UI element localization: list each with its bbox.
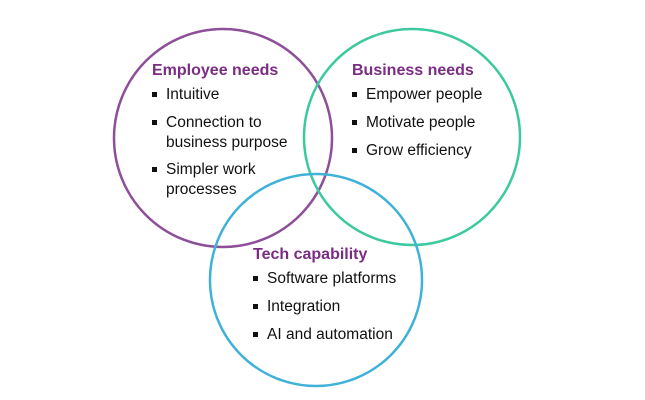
list-item-label: Software platforms [267,270,397,287]
bullet-icon [352,92,357,97]
list-item-label: Grow efficiency [366,142,472,159]
list-item: Connection to business purpose [152,113,312,153]
employee-needs-title: Employee needs [152,62,279,79]
list-item: Simpler work processes [152,160,312,200]
tech-capability-group: Tech capability Software platforms Integ… [253,245,423,353]
business-needs-list: Empower people Motivate people Grow effi… [352,85,512,161]
tech-capability-circle [208,172,424,388]
employee-needs-list: Intuitive Connection to business purpose… [152,85,312,200]
list-item-label: AI and automation [267,326,393,343]
bullet-icon [152,120,157,125]
list-item-label: Empower people [366,86,483,103]
bullet-icon [253,276,258,281]
bullet-icon [352,120,357,125]
employee-needs-group: Employee needs Intuitive Connection to b… [152,61,312,208]
tech-capability-title: Tech capability [253,246,368,263]
list-item: AI and automation [253,325,423,345]
list-item: Software platforms [253,269,423,289]
list-item-label: Intuitive [166,86,220,103]
business-needs-group: Business needs Empower people Motivate p… [352,61,512,169]
list-item: Motivate people [352,113,512,133]
list-item: Integration [253,297,423,317]
list-item: Empower people [352,85,512,105]
list-item-label: Simpler work processes [166,161,256,198]
employee-needs-circle [112,27,334,249]
tech-capability-list: Software platforms Integration AI and au… [253,269,423,345]
list-item-label: Integration [267,298,341,315]
bullet-icon [253,304,258,309]
list-item-label: Connection to business purpose [166,114,288,151]
list-item-label: Motivate people [366,114,476,131]
bullet-icon [152,92,157,97]
list-item: Grow efficiency [352,141,512,161]
business-needs-title: Business needs [352,62,474,79]
bullet-icon [253,332,258,337]
list-item: Intuitive [152,85,312,105]
bullet-icon [152,167,157,172]
business-needs-circle [302,27,522,247]
bullet-icon [352,148,357,153]
